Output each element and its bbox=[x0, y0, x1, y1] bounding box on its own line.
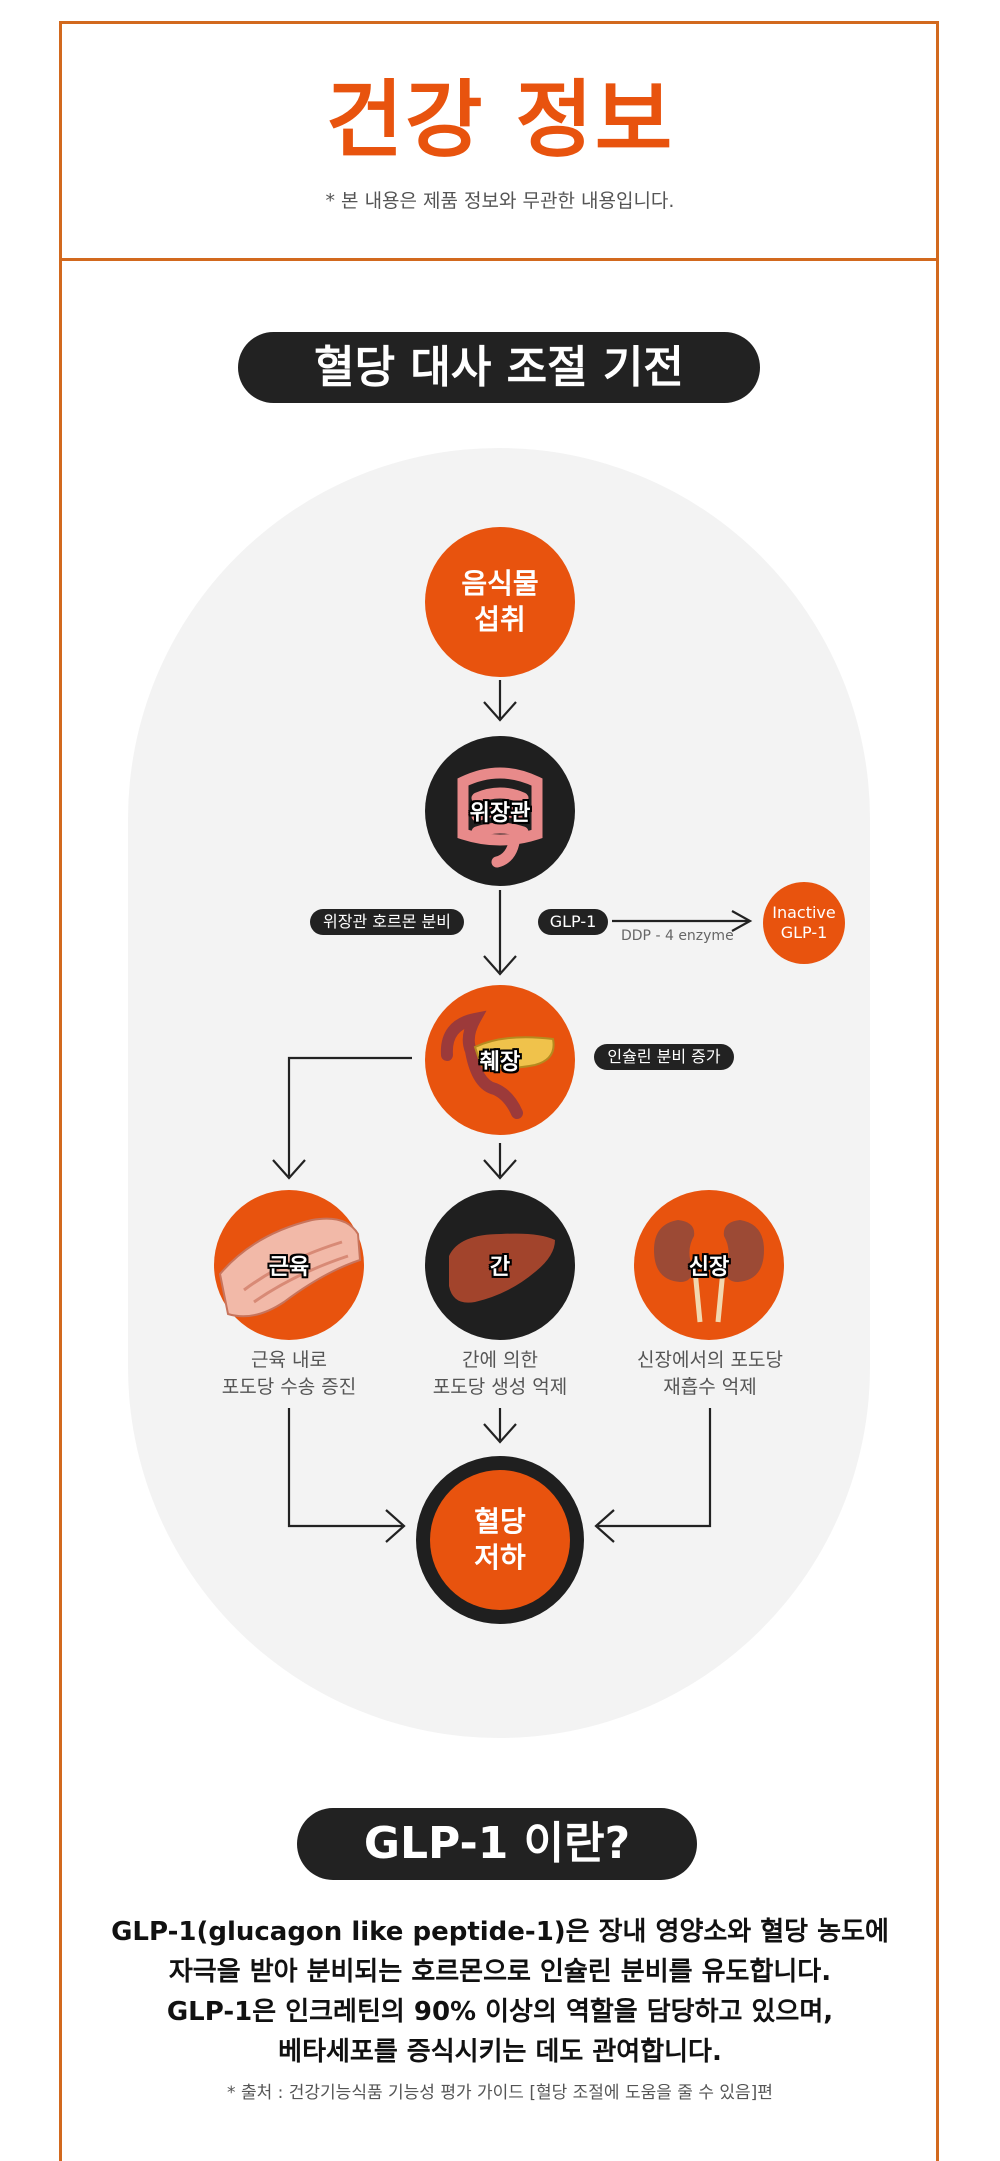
muscle-node: 근육 bbox=[214, 1190, 364, 1340]
pancreas-node: 췌장 bbox=[425, 985, 575, 1135]
muscle-label: 근육 bbox=[268, 1255, 310, 1280]
kidney-label: 신장 bbox=[688, 1255, 730, 1280]
inactive-glp1-node: Inactive GLP-1 bbox=[763, 882, 845, 964]
food-intake-label: 음식물 섭취 bbox=[461, 567, 539, 636]
glp1-description-line: 베타세포를 증식시키는 데도 관여합니다. bbox=[278, 2037, 722, 2067]
glp1-description: GLP-1(glucagon like peptide-1)은 장내 영양소와 … bbox=[70, 1912, 930, 2072]
source-note: * 출처 : 건강기능식품 기능성 평가 가이드 [혈당 조절에 도움을 줄 수… bbox=[227, 2083, 773, 2103]
kidney-icon bbox=[654, 1220, 764, 1323]
glp1-heading: GLP-1 이란? bbox=[297, 1808, 697, 1880]
food-intake-node: 음식물 섭취 bbox=[425, 527, 575, 677]
liver-label: 간 bbox=[489, 1255, 511, 1280]
glp1-chip: GLP-1 bbox=[538, 909, 608, 935]
muscle-caption: 근육 내로 포도당 수송 증진 bbox=[221, 1349, 357, 1398]
inactive-glp1-label: Inactive GLP-1 bbox=[772, 903, 836, 942]
mechanism-heading: 혈당 대사 조절 기전 bbox=[238, 332, 760, 403]
liver-caption: 간에 의한 포도당 생성 억제 bbox=[432, 1349, 568, 1398]
header-divider bbox=[59, 258, 939, 261]
page-title: 건강 정보 bbox=[325, 71, 675, 169]
pancreas-icon bbox=[440, 1010, 555, 1119]
liver-node: 간 bbox=[425, 1190, 575, 1340]
gi-tract-node: 위장관 bbox=[425, 736, 575, 886]
content-frame bbox=[59, 21, 939, 2161]
blood-sugar-reduction-outer: 혈당 저하 bbox=[416, 1456, 584, 1624]
enzyme-label: DDP - 4 enzyme bbox=[621, 928, 734, 944]
gi-tract-label: 위장관 bbox=[469, 801, 531, 826]
pancreas-label: 췌장 bbox=[479, 1050, 521, 1075]
kidney-caption: 신장에서의 포도당 재흡수 억제 bbox=[637, 1349, 783, 1398]
intestine-icon bbox=[457, 767, 543, 868]
glp1-description-line: GLP-1은 인크레틴의 90% 이상의 역할을 담당하고 있으며, bbox=[166, 1997, 834, 2027]
gi-hormone-chip: 위장관 호르몬 분비 bbox=[310, 909, 464, 935]
insulin-chip: 인슐린 분비 증가 bbox=[594, 1044, 734, 1070]
glp1-description-line: GLP-1(glucagon like peptide-1)은 장내 영양소와 … bbox=[111, 1917, 889, 1947]
liver-icon bbox=[449, 1233, 555, 1303]
glp1-description-line: 자극을 받아 분비되는 호르몬으로 인슐린 분비를 유도합니다. bbox=[168, 1957, 832, 1987]
blood-sugar-reduction-label: 혈당 저하 bbox=[474, 1505, 526, 1574]
blood-sugar-reduction-node: 혈당 저하 bbox=[430, 1470, 570, 1610]
muscle-icon bbox=[218, 1217, 362, 1318]
disclaimer-text: * 본 내용은 제품 정보와 무관한 내용입니다. bbox=[325, 190, 675, 212]
kidney-node: 신장 bbox=[634, 1190, 784, 1340]
